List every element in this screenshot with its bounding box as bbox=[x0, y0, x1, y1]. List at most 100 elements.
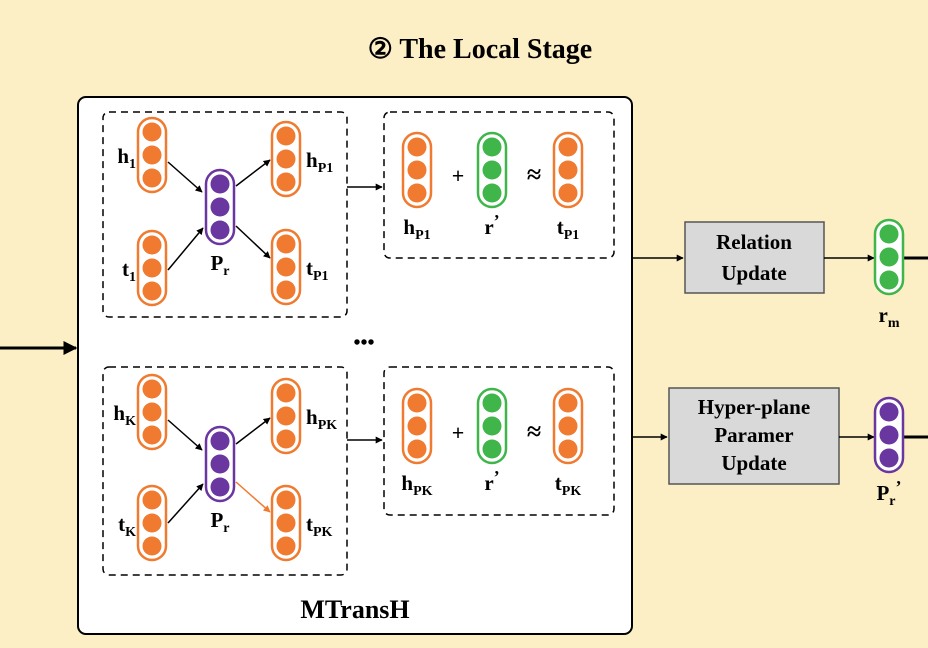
relation-vector-1-unit bbox=[482, 160, 502, 180]
rm-output-label: rm bbox=[879, 303, 900, 331]
stage-title: ② The Local Stage bbox=[368, 34, 592, 65]
hyperplane-vector-1-unit bbox=[210, 197, 230, 217]
pr-prime-output-vector-unit bbox=[879, 448, 899, 468]
tail-to-hyperplane-arrow-k bbox=[167, 483, 204, 524]
hyperplane-vector-1-unit bbox=[210, 220, 230, 240]
projection-panel-1 bbox=[102, 111, 348, 318]
vector-layer bbox=[136, 116, 905, 562]
relation-vector-1 bbox=[476, 131, 508, 209]
head-vector-k-unit bbox=[142, 425, 162, 445]
head-to-hyperplane-arrow-k bbox=[167, 419, 203, 451]
relation-update-line2: Update bbox=[721, 261, 786, 285]
eq-tail-vector-1-unit bbox=[558, 160, 578, 180]
hyperplane-vector-k-unit bbox=[210, 431, 230, 451]
equation-panel-1 bbox=[383, 111, 615, 259]
tail-vector-k bbox=[136, 484, 168, 562]
plus-sign-1: + bbox=[452, 163, 465, 188]
hyperplane-to-proj-head-arrow-1 bbox=[235, 159, 271, 187]
eq-head-vector-1-unit bbox=[407, 183, 427, 203]
head-vector-1-unit bbox=[142, 122, 162, 142]
model-name: MTransH bbox=[300, 595, 409, 624]
rm-output-vector-unit bbox=[879, 270, 899, 290]
proj-head-vector-k-unit bbox=[276, 383, 296, 403]
eq-tail-vector-1 bbox=[552, 131, 584, 209]
head-vector-k bbox=[136, 373, 168, 451]
hyperplane-to-proj-tail-arrow-k bbox=[235, 481, 271, 513]
hyperplane-to-proj-head-arrow-k bbox=[235, 417, 271, 445]
plus-sign-k: + bbox=[452, 420, 465, 445]
head-vector-k-unit bbox=[142, 379, 162, 399]
tail-to-hyperplane-arrow-1 bbox=[167, 227, 204, 271]
tail-vector-1 bbox=[136, 229, 168, 307]
proj-tail-vector-1 bbox=[270, 228, 302, 306]
eq-head-vector-k-unit bbox=[407, 416, 427, 436]
eq-tail-vector-1-unit bbox=[558, 137, 578, 157]
pr-prime-output-vector-unit bbox=[879, 402, 899, 422]
head-vector-1-unit bbox=[142, 145, 162, 165]
eq-head-vector-k bbox=[401, 387, 433, 465]
approx-sign-1: ≈ bbox=[527, 160, 541, 189]
relation-vector-1-unit bbox=[482, 183, 502, 203]
rm-output-vector bbox=[873, 218, 905, 296]
pr-prime-output-vector-unit bbox=[879, 425, 899, 445]
tail-vector-k-unit bbox=[142, 490, 162, 510]
proj-head-vector-k-unit bbox=[276, 406, 296, 426]
relation-vector-k-unit bbox=[482, 416, 502, 436]
rm-output-vector-unit bbox=[879, 247, 899, 267]
head-vector-k-unit bbox=[142, 402, 162, 422]
proj-head-vector-k-unit bbox=[276, 429, 296, 449]
eq-head-vector-1-unit bbox=[407, 137, 427, 157]
proj-head-vector-1 bbox=[270, 120, 302, 198]
relation-update-line1: Relation bbox=[716, 230, 792, 254]
hyperplane-vector-k-unit bbox=[210, 454, 230, 474]
head-vector-1 bbox=[136, 116, 168, 194]
relation-vector-k bbox=[476, 387, 508, 465]
projection-panel-k bbox=[102, 366, 348, 576]
eq-tail-vector-1-unit bbox=[558, 183, 578, 203]
hyperplane-vector-1 bbox=[204, 168, 236, 246]
proj-tail-vector-k-unit bbox=[276, 490, 296, 510]
relation-vector-1-unit bbox=[482, 137, 502, 157]
hyperplane-vector-k bbox=[204, 425, 236, 503]
tail-vector-1-unit bbox=[142, 281, 162, 301]
head-to-hyperplane-arrow-1 bbox=[167, 161, 203, 193]
proj-head-vector-1-unit bbox=[276, 149, 296, 169]
proj-tail-vector-1-unit bbox=[276, 257, 296, 277]
eq-tail-vector-k-unit bbox=[558, 416, 578, 436]
proj-tail-vector-k-unit bbox=[276, 536, 296, 556]
hyperplane-update-line3: Update bbox=[721, 451, 786, 475]
proj-tail-vector-k bbox=[270, 484, 302, 562]
hyperplane-to-proj-tail-arrow-1 bbox=[235, 225, 271, 259]
tail-vector-k-unit bbox=[142, 513, 162, 533]
eq-tail-vector-k-unit bbox=[558, 393, 578, 413]
hyperplane-update-line2: Paramer bbox=[714, 423, 793, 447]
pr-prime-output-label: Pr’ bbox=[876, 477, 901, 509]
eq-head-vector-k-unit bbox=[407, 393, 427, 413]
proj-head-vector-k bbox=[270, 377, 302, 455]
eq-head-vector-k-unit bbox=[407, 439, 427, 459]
proj-head-vector-1-unit bbox=[276, 126, 296, 146]
proj-tail-vector-k-unit bbox=[276, 513, 296, 533]
ellipsis: ••• bbox=[353, 332, 374, 354]
head-vector-1-unit bbox=[142, 168, 162, 188]
hyperplane-vector-1-unit bbox=[210, 174, 230, 194]
hyperplane-vector-k-unit bbox=[210, 477, 230, 497]
pr-prime-output-vector bbox=[873, 396, 905, 474]
eq-head-vector-1 bbox=[401, 131, 433, 209]
proj-tail-vector-1-unit bbox=[276, 234, 296, 254]
rm-output-vector-unit bbox=[879, 224, 899, 244]
relation-vector-k-unit bbox=[482, 439, 502, 459]
approx-sign-k: ≈ bbox=[527, 417, 541, 446]
eq-tail-vector-k-unit bbox=[558, 439, 578, 459]
equation-panel-k bbox=[383, 366, 615, 516]
hyperplane-update-line1: Hyper-plane bbox=[698, 395, 810, 419]
relation-update-box bbox=[684, 221, 825, 294]
proj-head-vector-1-unit bbox=[276, 172, 296, 192]
eq-head-vector-1-unit bbox=[407, 160, 427, 180]
hyperplane-update-box bbox=[668, 387, 840, 485]
tail-vector-1-unit bbox=[142, 235, 162, 255]
tail-vector-1-unit bbox=[142, 258, 162, 278]
relation-vector-k-unit bbox=[482, 393, 502, 413]
